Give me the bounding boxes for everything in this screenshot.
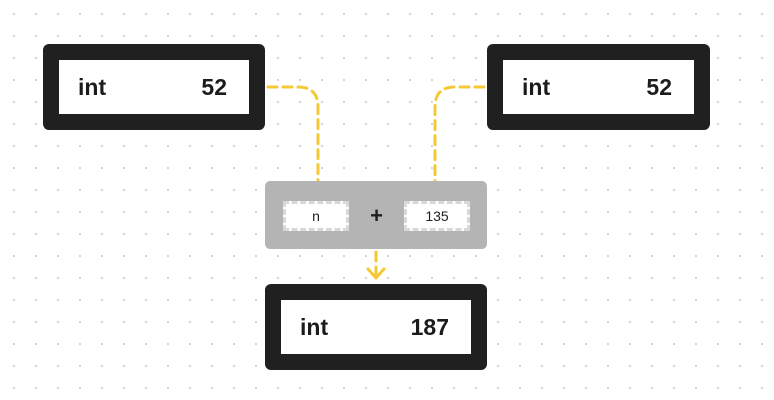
operand-left-text: n xyxy=(312,208,320,224)
wire-right-to-operand xyxy=(433,85,486,190)
operand-slot-left[interactable]: n xyxy=(283,201,349,231)
input-node-right-body: int 52 xyxy=(503,60,694,114)
node-type-label: int xyxy=(78,73,107,100)
arrowhead-output xyxy=(366,267,386,280)
node-type-label: int xyxy=(300,313,329,340)
input-node-right[interactable]: int 52 xyxy=(487,44,710,130)
node-value: 52 xyxy=(646,73,672,100)
addition-operator-block[interactable]: n + 135 xyxy=(265,181,487,249)
plus-operator: + xyxy=(370,203,383,228)
node-value: 187 xyxy=(410,313,449,340)
output-node-body: int 187 xyxy=(281,300,471,354)
operand-slot-right[interactable]: 135 xyxy=(404,201,470,231)
operand-right-text: 135 xyxy=(425,208,449,224)
input-node-left-body: int 52 xyxy=(59,60,249,114)
input-node-left[interactable]: int 52 xyxy=(43,44,265,130)
node-value: 52 xyxy=(201,73,227,100)
wire-left-to-operand xyxy=(266,85,320,190)
output-node[interactable]: int 187 xyxy=(265,284,487,370)
node-type-label: int xyxy=(522,73,551,100)
